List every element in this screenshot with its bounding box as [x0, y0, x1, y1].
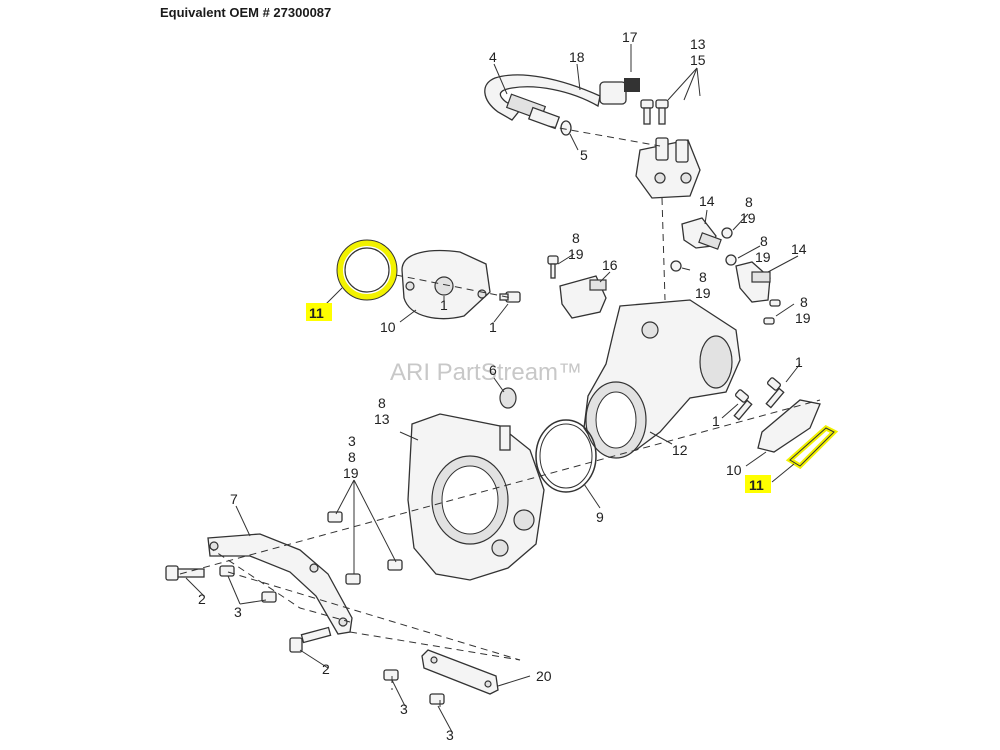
- callout-19: 19: [695, 285, 711, 301]
- screw-13-15: [640, 99, 669, 125]
- callout-15: 15: [690, 52, 706, 68]
- o-ring-5: [560, 120, 572, 136]
- screw-1-left: [499, 291, 521, 303]
- callout-3: 3: [234, 604, 242, 620]
- washers: [670, 227, 781, 325]
- callout-19: 19: [740, 210, 756, 226]
- callout-3: 3: [348, 433, 356, 449]
- throttle-body: [407, 413, 545, 581]
- fuel-injector-14b: [735, 261, 771, 303]
- screws-1: [733, 377, 785, 421]
- bracket-7: [207, 533, 353, 635]
- bolts-lower: [165, 511, 445, 705]
- intake-manifold: [583, 299, 741, 459]
- sensor-16: [559, 275, 607, 319]
- callout-3: 3: [446, 727, 454, 743]
- callout-8: 8: [378, 395, 386, 411]
- callout-8: 8: [800, 294, 808, 310]
- callout-1: 1: [795, 354, 803, 370]
- watermark: ARI PartStream™: [390, 359, 582, 386]
- callout-5: 5: [580, 147, 588, 163]
- callout-13: 13: [374, 411, 390, 427]
- callout-4: 4: [489, 49, 497, 65]
- leader-lines: [185, 44, 801, 733]
- callout-8: 8: [745, 194, 753, 210]
- highlight-11-left: [306, 303, 332, 321]
- callout-20: 20: [536, 668, 552, 684]
- callout-11: 11: [309, 305, 324, 321]
- sensor-6: [499, 387, 517, 409]
- callout-12: 12: [672, 442, 688, 458]
- callout-10: 10: [380, 319, 396, 335]
- fuel-fitting: [599, 78, 640, 105]
- callout-11: 11: [749, 477, 764, 493]
- callout-1: 1: [489, 319, 497, 335]
- bracket-20: [421, 649, 499, 695]
- callout-2: 2: [322, 661, 330, 677]
- highlight-11-right: [745, 475, 771, 493]
- callout-9: 9: [596, 509, 604, 525]
- callout-7: 7: [230, 491, 238, 507]
- callout-16: 16: [602, 257, 618, 273]
- small-screw-8-19: [547, 255, 559, 279]
- callout-19: 19: [343, 465, 359, 481]
- callout-8: 8: [348, 449, 356, 465]
- callout-1: 1: [712, 413, 720, 429]
- gasket-11-right: [785, 425, 839, 470]
- page-title: Equivalent OEM # 27300087: [160, 5, 332, 20]
- gasket-11-left: [336, 239, 398, 301]
- callout-8: 8: [572, 230, 580, 246]
- assembly-centerlines: [179, 125, 821, 710]
- fuel-rail-bracket: [635, 137, 701, 199]
- callout-8: 8: [699, 269, 707, 285]
- callout-19: 19: [795, 310, 811, 326]
- callout-14: 14: [791, 241, 807, 257]
- callout-13: 13: [690, 36, 706, 52]
- callout-19: 19: [568, 246, 584, 262]
- fuel-line-hose: [484, 74, 601, 130]
- flange-10-right: [757, 399, 821, 453]
- callout-3: 3: [400, 701, 408, 717]
- callout-10: 10: [726, 462, 742, 478]
- callout-14: 14: [699, 193, 715, 209]
- o-ring-9: [535, 419, 597, 493]
- callout-19: 19: [755, 249, 771, 265]
- callout-18: 18: [569, 49, 585, 65]
- callout-2: 2: [198, 591, 206, 607]
- fuel-injector-14a: [681, 217, 722, 250]
- callout-17: 17: [622, 29, 638, 45]
- callout-6: 6: [489, 362, 497, 378]
- callout-1: 1: [440, 297, 448, 313]
- callout-8: 8: [760, 233, 768, 249]
